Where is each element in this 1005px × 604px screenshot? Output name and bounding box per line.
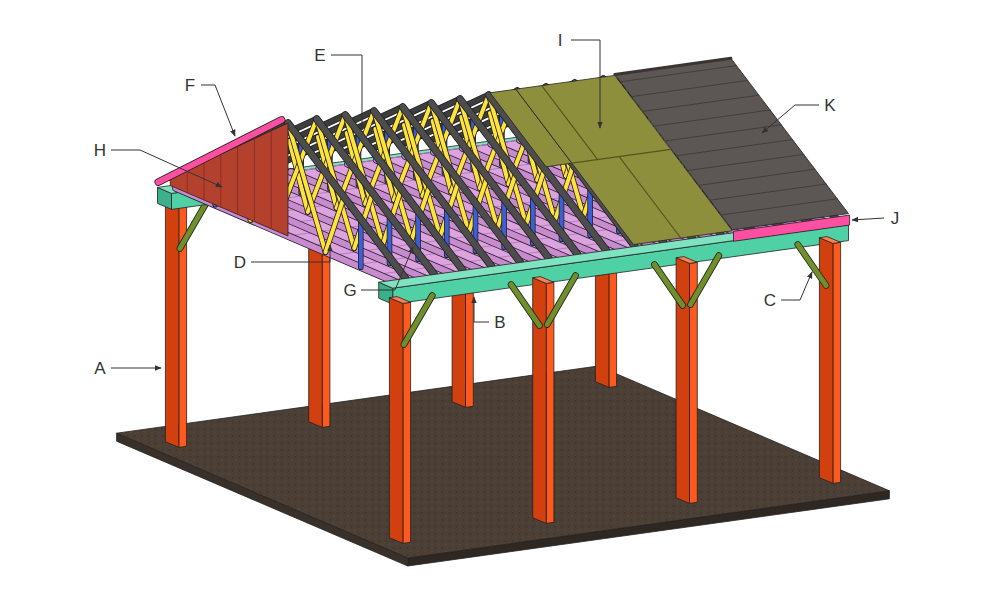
callout-letter: D (234, 254, 246, 271)
shingle-course (654, 110, 770, 126)
knee-brace (511, 285, 539, 326)
callout-letter: G (343, 282, 356, 299)
post (819, 237, 840, 244)
top-chord (403, 107, 521, 262)
callout-letter: A (94, 360, 105, 377)
leader-line (852, 218, 884, 220)
gable-siding (170, 123, 288, 236)
leader-line (762, 105, 819, 133)
knee-brace (691, 256, 719, 305)
leader-line (201, 85, 235, 136)
knee-brace-outline (691, 256, 719, 305)
callout-letter: K (824, 97, 835, 114)
leader-line (781, 272, 812, 300)
leader-line (331, 55, 362, 130)
carport-drawing (117, 58, 890, 566)
knee-brace-outline (404, 296, 432, 345)
beam (393, 225, 849, 305)
leader-line (571, 40, 600, 128)
shingle-course (665, 125, 781, 141)
truss-web (326, 197, 345, 252)
callout-letter: H (94, 142, 106, 159)
fascia-board (734, 215, 850, 241)
siding-groove (271, 131, 272, 229)
siding-groove (220, 154, 221, 207)
top-chord-outline (317, 119, 435, 274)
leader-line (361, 247, 413, 290)
shingle-course (699, 169, 815, 185)
siding-groove (204, 162, 205, 200)
knee-brace (404, 296, 432, 345)
shingle-course (710, 184, 826, 200)
post (533, 277, 554, 284)
leader-line (474, 297, 489, 322)
top-chord (317, 119, 435, 274)
truss-web-outline (326, 197, 345, 252)
siding-groove (254, 139, 255, 222)
shingle-course (620, 66, 736, 82)
top-chord (345, 115, 463, 270)
shingle-course (632, 80, 748, 96)
knee-brace-outline (511, 285, 539, 326)
callout-letter: I (558, 32, 563, 49)
post (389, 298, 403, 544)
knee-brace-outline (654, 265, 682, 306)
leader-line (111, 368, 161, 369)
callout-letter: F (185, 77, 195, 94)
callout-letter: E (314, 47, 325, 64)
post (676, 257, 697, 264)
sheathing-seam (572, 149, 671, 163)
callout-letter: B (494, 314, 505, 331)
knee-brace-outline (798, 245, 826, 286)
leader-line (111, 150, 222, 187)
sheathing-seam (542, 86, 598, 160)
top-chord (288, 123, 406, 278)
leader-line (251, 245, 330, 262)
post (165, 202, 178, 448)
knee-brace (547, 276, 575, 325)
slab (117, 366, 890, 558)
siding-groove (187, 170, 188, 193)
top-chord (374, 111, 492, 266)
sheathing-seam (619, 157, 681, 238)
shingle-course (688, 154, 804, 170)
knee-brace-outline (547, 276, 575, 325)
shingle-course (676, 140, 792, 156)
ridge-cap (615, 58, 731, 74)
post (389, 297, 410, 304)
top-chord-outline (288, 123, 406, 278)
post (833, 242, 841, 483)
callout-letter: C (764, 292, 776, 309)
barge-board-outline (158, 120, 281, 182)
barge-board (158, 120, 281, 182)
shingle-course (721, 199, 837, 215)
siding-groove (237, 146, 238, 214)
top-chord-outline (374, 111, 492, 266)
top-chord-outline (345, 115, 463, 270)
top-chord-outline (403, 107, 521, 262)
knee-brace (798, 245, 826, 286)
knee-brace (654, 265, 682, 306)
roof-shingles (615, 58, 849, 230)
leader-lines (111, 40, 884, 368)
shingle-course (643, 95, 759, 111)
callout-letter: J (891, 210, 900, 227)
